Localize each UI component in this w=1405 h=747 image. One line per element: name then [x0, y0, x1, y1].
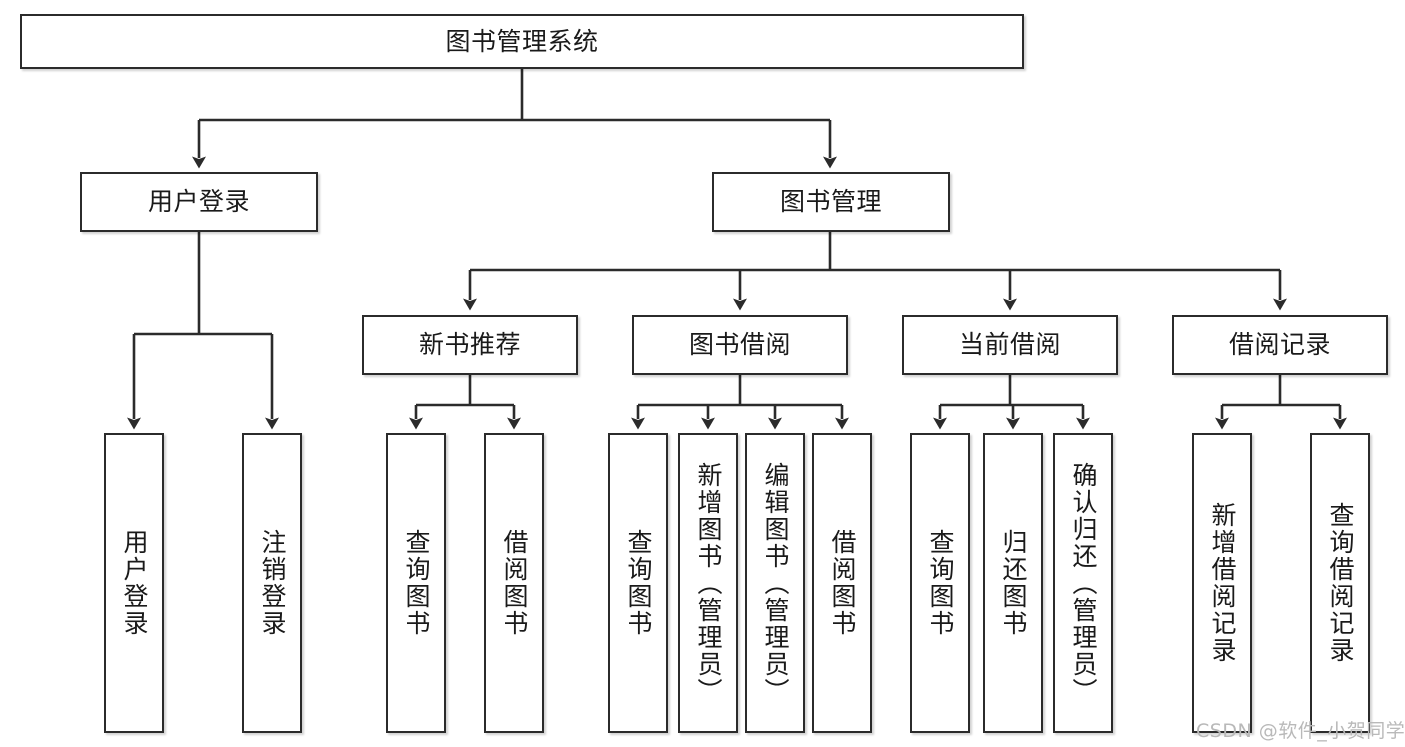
- leaf-return-book[interactable]: 归还图书: [983, 433, 1043, 733]
- node-label: 注销登录: [258, 529, 287, 637]
- node-label: 新增图书（管理员）: [694, 461, 723, 705]
- node-label: 借阅图书: [500, 529, 529, 637]
- node-new-book-recommend[interactable]: 新书推荐: [362, 315, 578, 375]
- leaf-user-logout[interactable]: 注销登录: [242, 433, 302, 733]
- leaf-borrow-book[interactable]: 借阅图书: [812, 433, 872, 733]
- node-current-borrow[interactable]: 当前借阅: [902, 315, 1118, 375]
- node-root-book-management-system[interactable]: 图书管理系统: [20, 14, 1024, 69]
- leaf-edit-book-admin[interactable]: 编辑图书（管理员）: [745, 433, 805, 733]
- node-label: 新增借阅记录: [1208, 502, 1237, 664]
- node-label: 查询图书: [926, 529, 955, 637]
- node-book-borrow[interactable]: 图书借阅: [632, 315, 848, 375]
- node-label: 新书推荐: [418, 330, 521, 360]
- csdn-watermark: CSDN @软件_小贺同学: [1196, 720, 1405, 742]
- leaf-add-borrow-record[interactable]: 新增借阅记录: [1192, 433, 1252, 733]
- leaf-add-book-admin[interactable]: 新增图书（管理员）: [678, 433, 738, 733]
- node-book-management[interactable]: 图书管理: [712, 172, 950, 232]
- leaf-query-book-borrow[interactable]: 查询图书: [608, 433, 668, 733]
- leaf-borrow-book-recommend[interactable]: 借阅图书: [484, 433, 544, 733]
- node-label: 当前借阅: [958, 330, 1061, 360]
- node-label: 借阅记录: [1228, 330, 1331, 360]
- node-label: 查询图书: [402, 529, 431, 637]
- node-label: 用户登录: [120, 529, 149, 637]
- node-label: 查询借阅记录: [1326, 502, 1355, 664]
- node-label: 用户登录: [147, 187, 250, 217]
- leaf-query-book-current[interactable]: 查询图书: [910, 433, 970, 733]
- node-label: 归还图书: [999, 529, 1028, 637]
- leaf-query-book-recommend[interactable]: 查询图书: [386, 433, 446, 733]
- leaf-query-borrow-record[interactable]: 查询借阅记录: [1310, 433, 1370, 733]
- node-label: 确认归还（管理员）: [1069, 461, 1098, 705]
- node-label: 图书借阅: [688, 330, 791, 360]
- node-label: 查询图书: [624, 529, 653, 637]
- node-label: 图书管理系统: [445, 26, 599, 56]
- leaf-confirm-return-admin[interactable]: 确认归还（管理员）: [1053, 433, 1113, 733]
- node-label: 编辑图书（管理员）: [761, 461, 790, 705]
- node-label: 借阅图书: [828, 529, 857, 637]
- node-user-login[interactable]: 用户登录: [80, 172, 318, 232]
- leaf-user-login[interactable]: 用户登录: [104, 433, 164, 733]
- node-borrow-record[interactable]: 借阅记录: [1172, 315, 1388, 375]
- node-label: 图书管理: [779, 187, 882, 217]
